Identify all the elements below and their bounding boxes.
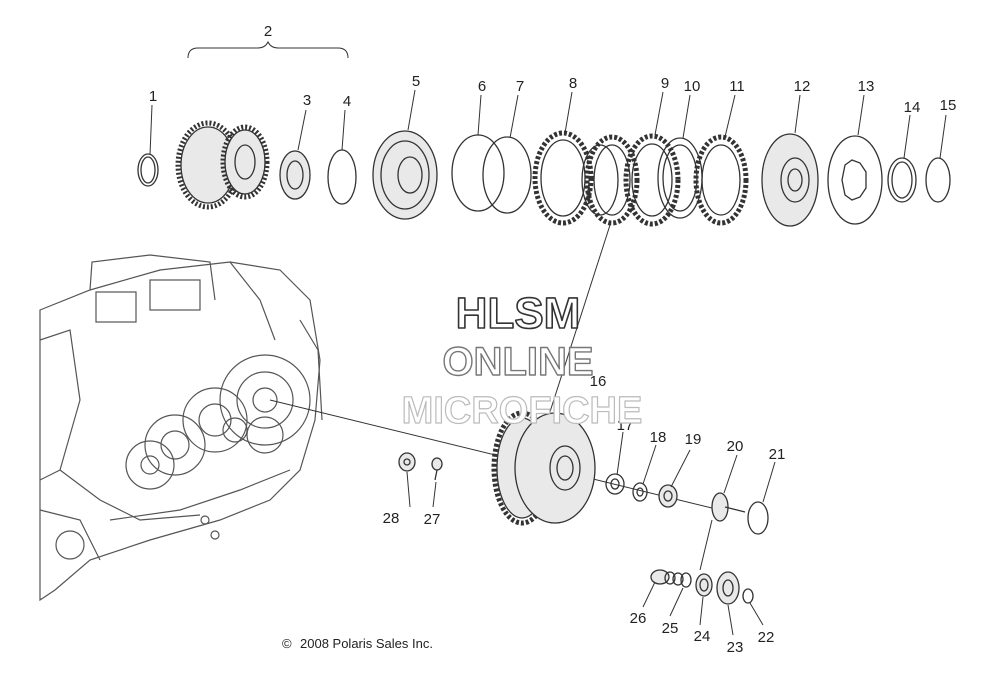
callout-1: 1 — [149, 88, 157, 105]
callout-19: 19 — [685, 431, 702, 448]
part-22-snap-ring — [742, 588, 754, 604]
callout-10: 10 — [684, 78, 701, 95]
callout-2: 2 — [264, 23, 272, 40]
callout-11: 11 — [729, 78, 745, 95]
callout-24: 24 — [694, 628, 711, 645]
part-9-friction-plate — [623, 133, 681, 227]
part-4-snap-ring — [327, 149, 357, 205]
callout-13: 13 — [858, 78, 875, 95]
callout-14: 14 — [904, 99, 921, 116]
part-27-bolt — [431, 457, 443, 481]
part-21-snap-ring — [747, 501, 769, 535]
part-16-clutch-basket — [491, 410, 596, 526]
callout-23: 23 — [727, 639, 744, 656]
part-26-spring-screw — [650, 569, 684, 586]
callout-numbers: 1 2 3 4 5 6 7 8 9 10 11 12 13 14 15 16 1… — [149, 23, 957, 656]
callout-18: 18 — [650, 429, 667, 446]
lower-leader-lines — [406, 431, 776, 636]
engine-crankcase — [39, 254, 323, 602]
part-5-clutch-hub — [372, 130, 438, 220]
watermark-line-1: HLSM — [456, 289, 581, 338]
part-17-washer — [605, 473, 625, 495]
part-28-washer — [398, 452, 416, 472]
watermark-line-2: ONLINE — [442, 340, 593, 384]
callout-17: 17 — [617, 417, 634, 434]
part-7-spring — [482, 136, 532, 214]
copyright-symbol: © — [282, 636, 292, 651]
part-18-washer — [632, 482, 648, 502]
callout-25: 25 — [662, 620, 679, 637]
callout-3: 3 — [303, 92, 311, 109]
part-24-washer — [695, 573, 713, 597]
part-12-pressure-plate — [761, 133, 819, 227]
callout-9: 9 — [661, 75, 669, 92]
callout-5: 5 — [412, 73, 420, 90]
callout-16: 16 — [590, 373, 607, 390]
callout-22: 22 — [758, 629, 775, 646]
callout-4: 4 — [343, 93, 351, 110]
part-15-snap-ring — [925, 157, 951, 203]
part-25-spring-clip — [680, 572, 692, 588]
part-13-spring-plate — [827, 135, 883, 225]
part-1-snap-ring — [137, 153, 159, 187]
part-14-ring — [887, 157, 917, 203]
callout-8: 8 — [569, 75, 577, 92]
top-leader-lines — [149, 89, 947, 159]
watermark: HLSM ONLINE MICROFICHE — [401, 288, 643, 432]
callout-7: 7 — [516, 78, 524, 95]
part-19-nut — [658, 484, 678, 508]
copyright-notice: © 2008 Polaris Sales Inc. — [282, 636, 433, 651]
callout-12: 12 — [794, 78, 811, 95]
callout-26: 26 — [630, 610, 647, 627]
callout-27: 27 — [424, 511, 441, 528]
watermark-line-3: MICROFICHE — [402, 390, 643, 432]
bracket-2 — [187, 40, 349, 59]
callout-6: 6 — [478, 78, 486, 95]
part-16a-plate-stack — [581, 134, 640, 226]
callout-15: 15 — [940, 97, 957, 114]
copyright-text: 2008 Polaris Sales Inc. — [300, 636, 433, 651]
callout-20: 20 — [727, 438, 744, 455]
leader-16 — [547, 224, 611, 419]
part-11-friction-plate — [693, 134, 749, 226]
callout-21: 21 — [769, 446, 786, 463]
part-2-gear-assembly — [175, 120, 270, 210]
callout-28: 28 — [383, 510, 400, 527]
part-3-bearing — [279, 150, 311, 200]
part-20-pushrod-bearing — [711, 492, 746, 522]
part-6-spring — [451, 134, 505, 212]
part-23-bearing — [716, 571, 740, 605]
